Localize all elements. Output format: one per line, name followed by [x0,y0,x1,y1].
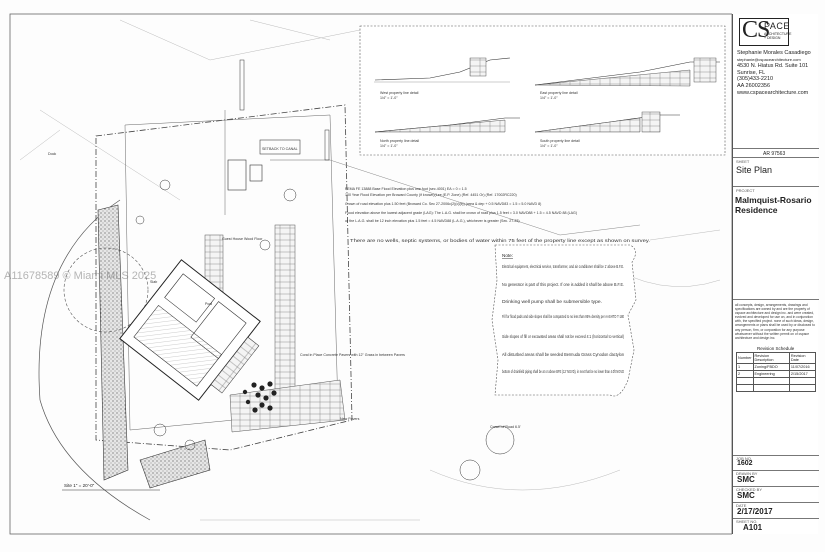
svg-text:No generator is part of this p: No generator is part of this project. If… [502,282,624,287]
property-lines [95,104,353,451]
svg-text:Flood elevation above the lowe: Flood elevation above the lowest adjacen… [345,211,577,215]
sheet-border [9,13,732,535]
canal-edge [97,204,129,481]
north-detail: North property line detail 1/4" = 1'-0" [374,117,520,148]
svg-text:Crown of road elevation plus 1: Crown of road elevation plus 1.50 feet (… [345,202,541,206]
svg-text:East property line detail: East property line detail [540,91,578,95]
sheet-number: A101 [743,523,763,532]
east-detail: East property line detail 1/4" = 1'-0" [534,57,720,100]
sheet-date: 2/17/2017 [737,507,773,516]
firm-contact: Stephanie Morales Casadiego stephanie@cs… [737,50,811,96]
watermark: A11678589 © Miami MLS 2025 [4,270,157,282]
sheet-title: Site Plan [736,165,773,175]
title-block: CS PACE ARCHITECTURE + DESIGN Stephanie … [732,14,819,534]
disclaimer: all concepts, design, arrangements, draw… [735,303,815,340]
slab-label: Slab [150,280,157,284]
svg-text:Electrical equipment, electric: Electrical equipment, electrical service… [502,264,624,269]
site-scale-label: Site 1" = 20'-0" [64,483,95,488]
pool-label: Pool [205,302,212,306]
svg-text:1/4" = 1'-0": 1/4" = 1'-0" [380,96,398,100]
notes-list: Electrical equipment, electrical service… [502,264,625,374]
svg-text:West property line detail: West property line detail [380,91,419,95]
svg-text:North property line detail: North property line detail [380,139,419,143]
checked-by: SMC [737,491,755,500]
project-title: Malmquist-Rosario Residence [735,195,812,215]
svg-text:1/4" = 1'-0": 1/4" = 1'-0" [540,144,558,148]
paver-note: Coral in Place Concrete Pavers with 12" … [300,353,405,357]
svg-text:100 Year Flood Elevation per B: 100 Year Flood Elevation per Broward Cou… [345,193,517,197]
svg-text:All disturbed areas shall be s: All disturbed areas shall be seeded Berm… [502,352,625,357]
house-footprint [119,259,261,401]
table-row: 1 Zoning/FBDO 11/07/2016 [736,363,817,371]
svg-text:1/4" = 1'-0": 1/4" = 1'-0" [380,144,398,148]
revision-heading: Revision Schedule [757,346,795,351]
svg-text:bottom of drainfield piping sh: bottom of drainfield piping shall be at … [502,369,624,374]
septic-note: There are no wells, septic systems, or b… [350,238,650,243]
site-plan-drawing: SETBACK TO CANAL Slab Pool Guest House W… [9,13,732,535]
drawn-by: SMC [737,475,755,484]
table-row: 2 Engineering 2/15/2017 [736,370,817,378]
guest-house-label: Guest House Wood Floor [222,237,263,241]
crown-road-label: Crown of Road 6.5' [490,425,521,429]
svg-text:South property line detail: South property line detail [540,139,580,143]
svg-text:FEMA FE 13888 Base Flood Eleva: FEMA FE 13888 Base Flood Elevation plus … [345,187,467,191]
revision-table: Number Revision Description Revision Dat… [736,352,817,392]
notes-title: Note: [502,253,513,258]
elevation-notes: FEMA FE 13888 Base Flood Elevation plus … [345,187,577,223]
west-detail: West property line detail 1/4" = 1'-0" [374,57,511,100]
firm-logo: CS PACE ARCHITECTURE + DESIGN [739,17,791,46]
svg-text:Side slopes of fill or excavat: Side slopes of fill or excavated areas s… [502,334,624,339]
notes-box [491,244,637,397]
tree-cluster [242,381,277,413]
paver-drive-label: New Pavers [340,417,360,421]
svg-text:or the L.A.G. shall be 12 inch: or the L.A.G. shall be 12 inch elevation… [345,219,520,223]
svg-text:Drinking well pump shall be su: Drinking well pump shall be submersible … [502,299,602,304]
svg-text:Fill for flood pads and side s: Fill for flood pads and side slopes shal… [502,314,624,319]
setback-circle [63,247,149,333]
svg-text:1/4" = 1'-0": 1/4" = 1'-0" [540,96,558,100]
dock-label: Dock [48,152,56,156]
job-number: 1602 [737,460,753,467]
license-number: AR 97563 [763,151,786,157]
south-detail: South property line detail 1/4" = 1'-0" [534,111,680,148]
setback-label: SETBACK TO CANAL [262,147,298,151]
